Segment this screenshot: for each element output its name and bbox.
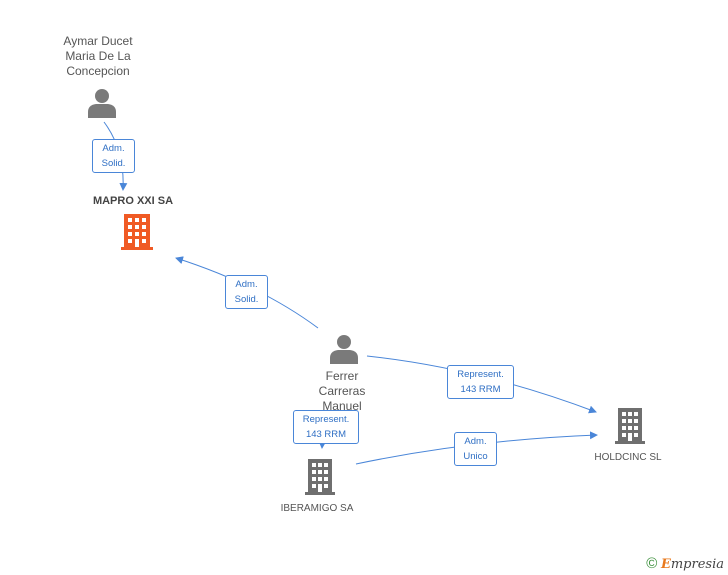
edge-label-line: Represent. [302, 414, 350, 425]
brand-initial: E [660, 557, 671, 572]
company-mapro-name[interactable]: MAPRO XXI SA [92, 195, 174, 207]
edge-label-line: 143 RRM [460, 384, 501, 395]
person-aymar-name-line-1: Aymar Ducet [63, 34, 133, 48]
brand-name: mpresia [670, 557, 724, 572]
edge-label-aymar-mapro: Adm. Solid. [92, 139, 135, 173]
person-icon[interactable] [329, 334, 359, 364]
edge-label-ferrer-mapro: Adm. Solid. [225, 275, 268, 309]
person-aymar-name-line-2: Maria De La [65, 49, 131, 63]
edge-label-line: Solid. [234, 294, 259, 305]
person-ferrer-name-line-2: Carreras [318, 384, 366, 398]
edge-label-line: 143 RRM [305, 429, 347, 440]
edge-label-line: Unico [463, 451, 488, 462]
empresia-logo: © Empresia [646, 555, 724, 572]
person-aymar-name-line-3: Concepcion [66, 64, 130, 78]
person-ferrer-name-line-1: Ferrer [325, 369, 359, 383]
edge-label-line: Represent. [457, 369, 504, 380]
person-aymar-name: Aymar Ducet Maria De La Concepcion [48, 34, 148, 79]
company-iberamigo-name[interactable]: IBERAMIGO SA [280, 503, 354, 514]
edge-label-line: Solid. [101, 158, 126, 169]
building-icon[interactable] [121, 214, 153, 250]
person-ferrer-name: Ferrer Carreras Manuel [292, 369, 392, 414]
edge-label-line: Adm. [102, 143, 125, 154]
edge-label-line: Adm. [464, 436, 487, 447]
copyright-icon: © [646, 555, 658, 572]
person-icon[interactable] [87, 88, 117, 118]
building-icon[interactable] [615, 408, 645, 444]
edge-label-line: Adm. [235, 279, 258, 290]
edge-label-ferrer-holdcinc: Represent. 143 RRM [447, 365, 514, 399]
edge-label-ferrer-iberamigo: Represent. 143 RRM [293, 410, 359, 444]
person-ferrer-name-line-3: Manuel [322, 399, 362, 413]
company-holdcinc-name[interactable]: HOLDCINC SL [594, 452, 662, 463]
edge-label-iberamigo-holdcinc: Adm. Unico [454, 432, 497, 466]
building-icon[interactable] [305, 459, 335, 495]
